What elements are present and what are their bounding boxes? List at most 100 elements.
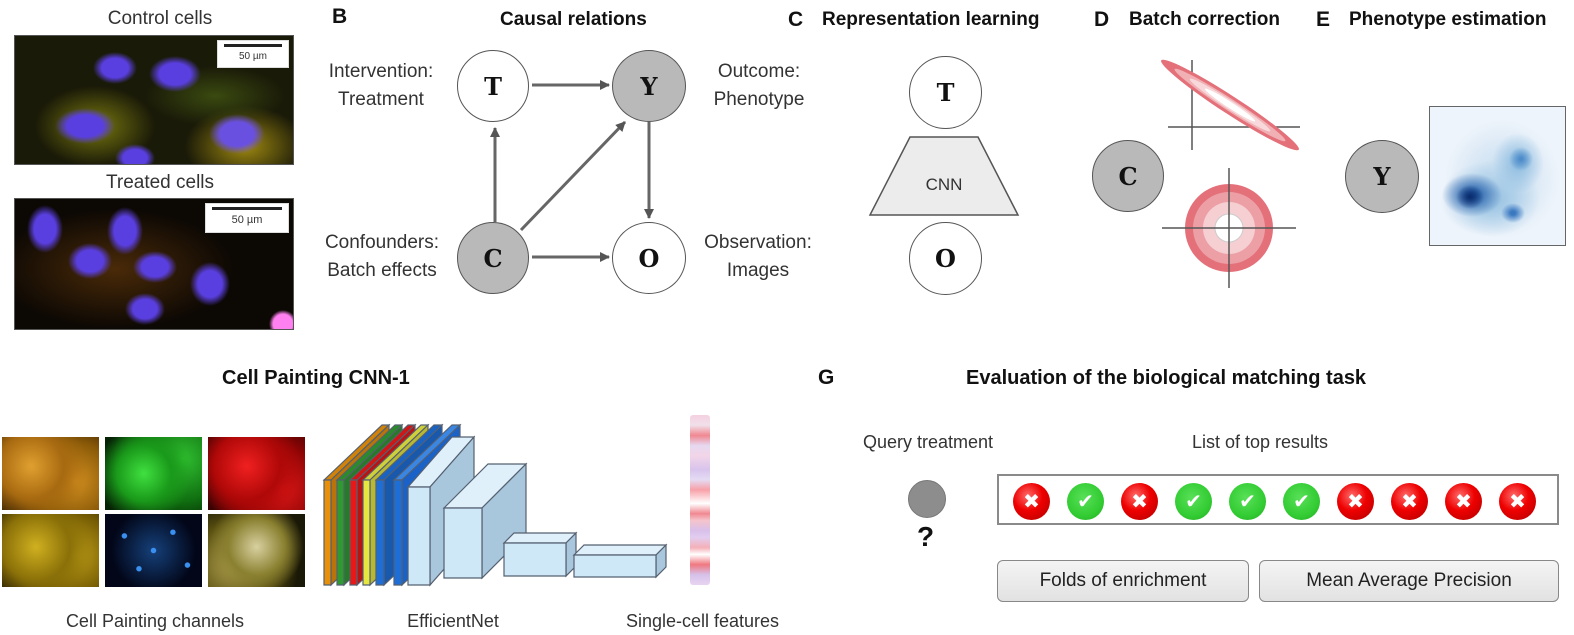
conv-block-3-top bbox=[502, 532, 578, 544]
panel-g-title: Evaluation of the biological matching ta… bbox=[966, 367, 1367, 389]
panel-letter-c: C bbox=[788, 8, 804, 31]
treated-cells-title: Treated cells bbox=[105, 172, 215, 193]
control-cells-title: Control cells bbox=[107, 8, 213, 29]
panel-e-title: Phenotype estimation bbox=[1349, 9, 1547, 30]
representation-node-t: T bbox=[909, 56, 982, 129]
node-t: T bbox=[457, 50, 529, 122]
node-o-label-line1: Observation: bbox=[704, 232, 812, 253]
scale-bar-label: 50 µm bbox=[205, 203, 289, 233]
channels-caption: Cell Painting channels bbox=[65, 611, 245, 631]
query-treatment-label: Query treatment bbox=[862, 432, 994, 452]
channel-tile-composite bbox=[208, 514, 305, 587]
cnn-label: CNN bbox=[925, 175, 963, 194]
skewed-distribution-plot bbox=[1161, 59, 1300, 151]
phenotype-node-y: Y bbox=[1345, 140, 1419, 213]
causal-graph-edges bbox=[490, 80, 654, 262]
input-channel-slab-front bbox=[393, 479, 403, 586]
node-t-label: Intervention: Treatment bbox=[316, 58, 446, 114]
node-c-label-line2: Batch effects bbox=[327, 260, 437, 281]
node-t-label-line2: Treatment bbox=[338, 89, 424, 110]
panel-letter-b: B bbox=[332, 5, 348, 28]
panel-d-title: Batch correction bbox=[1129, 9, 1280, 30]
folds-of-enrichment-button[interactable]: Folds of enrichment bbox=[997, 560, 1249, 602]
match-result-icon: ✔ bbox=[1067, 483, 1104, 520]
panel-letter-g: G bbox=[818, 366, 835, 389]
centered-distribution-plot bbox=[1162, 168, 1296, 288]
mismatch-result-icon: ✖ bbox=[1337, 483, 1374, 520]
channel-tile-orange bbox=[2, 437, 99, 510]
node-y-label-line2: Phenotype bbox=[713, 89, 805, 110]
cell-painting-channels-grid bbox=[2, 437, 306, 587]
conv-block-1-front bbox=[407, 486, 431, 586]
phenotype-density-plot bbox=[1429, 106, 1566, 246]
panel-c-title: Representation learning bbox=[822, 9, 1040, 30]
conv-block-4-top bbox=[572, 544, 668, 556]
match-result-icon: ✔ bbox=[1175, 483, 1212, 520]
control-cells-image: 50 µm bbox=[14, 35, 294, 165]
representation-node-o: O bbox=[909, 222, 982, 295]
node-o-label-line2: Images bbox=[726, 260, 790, 281]
batch-node-c: C bbox=[1092, 140, 1164, 212]
channel-tile-green bbox=[105, 437, 202, 510]
conv-block-3-front bbox=[503, 542, 567, 577]
features-caption: Single-cell features bbox=[625, 611, 780, 631]
node-y-label: Outcome: Phenotype bbox=[700, 58, 818, 114]
scale-bar-text: 50 µm bbox=[231, 214, 263, 226]
check-icon: ✔ bbox=[1239, 491, 1256, 513]
single-cell-feature-vector bbox=[690, 415, 710, 585]
channel-tile-red bbox=[208, 437, 305, 510]
panel-letter-d: D bbox=[1094, 8, 1110, 31]
x-icon: ✖ bbox=[1131, 491, 1148, 513]
x-icon: ✖ bbox=[1347, 491, 1364, 513]
node-c-label-line1: Confounders: bbox=[324, 232, 440, 253]
channel-tile-yellow bbox=[2, 514, 99, 587]
conv-block-4-front bbox=[573, 554, 657, 578]
panel-letter-e: E bbox=[1316, 8, 1331, 31]
results-list-label: List of top results bbox=[1191, 432, 1329, 452]
node-y: Y bbox=[612, 50, 686, 122]
efficientnet-diagram bbox=[322, 423, 668, 587]
mean-average-precision-button[interactable]: Mean Average Precision bbox=[1259, 560, 1559, 602]
match-result-icon: ✔ bbox=[1229, 483, 1266, 520]
input-channel-slab-front bbox=[349, 479, 358, 586]
input-channel-slab-front bbox=[323, 479, 332, 586]
panel-f-title: Cell Painting CNN-1 bbox=[222, 367, 410, 389]
node-t-label-line1: Intervention: bbox=[328, 61, 434, 82]
scale-bar-label: 50 µm bbox=[217, 40, 289, 68]
panel-b-title: Causal relations bbox=[500, 9, 647, 30]
node-c: C bbox=[457, 222, 529, 294]
check-icon: ✔ bbox=[1077, 491, 1094, 513]
scale-bar bbox=[212, 207, 282, 210]
query-treatment-node bbox=[908, 480, 946, 518]
conv-block-2-front bbox=[443, 507, 483, 579]
batch-correction-plots bbox=[1161, 59, 1300, 288]
mismatch-result-icon: ✖ bbox=[1121, 483, 1158, 520]
match-result-icon: ✔ bbox=[1283, 483, 1320, 520]
network-caption: EfficientNet bbox=[407, 611, 499, 631]
node-o-label: Observation: Images bbox=[693, 229, 823, 285]
treated-cells-image: 50 µm bbox=[14, 198, 294, 330]
query-unknown-mark: ? bbox=[917, 521, 935, 552]
node-o: O bbox=[612, 222, 686, 294]
top-results-list: ✖ ✔ ✖ ✔ ✔ ✔ ✖ ✖ ✖ ✖ bbox=[997, 474, 1559, 525]
mismatch-result-icon: ✖ bbox=[1013, 483, 1050, 520]
node-c-label: Confounders: Batch effects bbox=[312, 229, 452, 285]
scale-bar-text: 50 µm bbox=[239, 51, 267, 62]
x-icon: ✖ bbox=[1023, 491, 1040, 513]
node-y-label-line1: Outcome: bbox=[717, 61, 801, 82]
check-icon: ✔ bbox=[1185, 491, 1202, 513]
cnn-trapezoid bbox=[868, 136, 1020, 216]
edge-c-to-y bbox=[519, 120, 627, 232]
mismatch-result-icon: ✖ bbox=[1499, 483, 1536, 520]
scale-bar bbox=[224, 44, 282, 47]
input-channel-slab-front bbox=[375, 479, 385, 586]
input-channel-slab-front bbox=[362, 479, 371, 586]
x-icon: ✖ bbox=[1509, 491, 1526, 513]
mismatch-result-icon: ✖ bbox=[1391, 483, 1428, 520]
input-channel-slab-front bbox=[336, 479, 345, 586]
channel-tile-blue bbox=[105, 514, 202, 587]
x-icon: ✖ bbox=[1401, 491, 1418, 513]
mismatch-result-icon: ✖ bbox=[1445, 483, 1482, 520]
x-icon: ✖ bbox=[1455, 491, 1472, 513]
check-icon: ✔ bbox=[1293, 491, 1310, 513]
